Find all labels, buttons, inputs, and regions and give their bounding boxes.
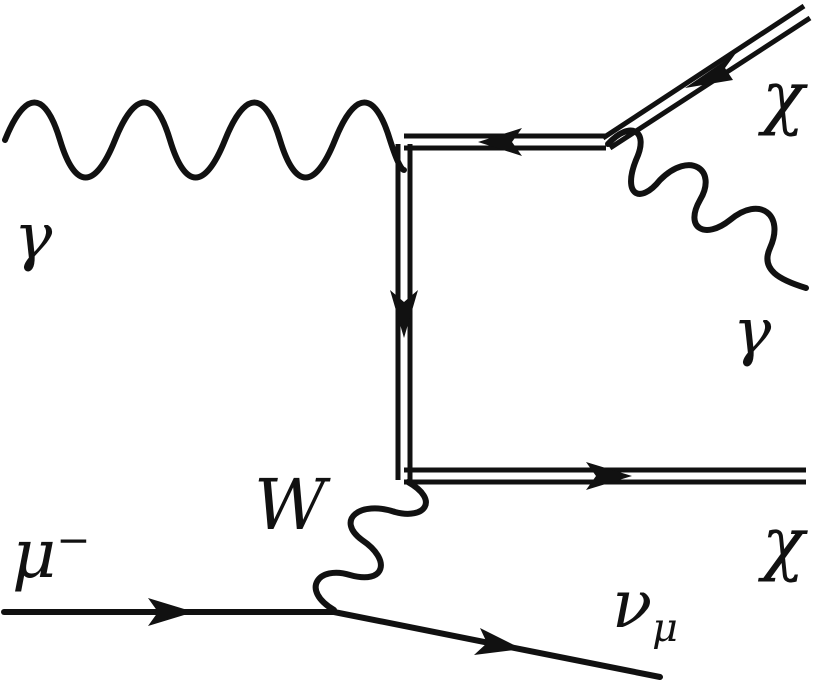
top-chi-arrow	[685, 53, 736, 88]
chi-bottom-label: χ	[762, 502, 805, 584]
w-boson-line	[312, 479, 429, 613]
incoming-photon-line	[2, 99, 407, 181]
top-chi-line-a	[601, 3, 806, 141]
muon-label: μ−	[12, 520, 90, 590]
bottom-chi-arrow	[586, 462, 632, 490]
neutrino-flavor: μ	[652, 605, 678, 652]
chi-top-label: χ	[762, 56, 805, 138]
w-boson-label: W	[254, 464, 326, 546]
photon-in-label: γ	[14, 200, 53, 274]
vertical-propagator-arrow	[390, 290, 418, 338]
neutrino-symbol: ν	[612, 566, 653, 643]
incoming-muon-arrow	[148, 598, 194, 626]
outgoing-neutrino-arrow	[474, 628, 522, 655]
top-propagator-arrow	[478, 128, 522, 156]
neutrino-label: νμ	[612, 572, 678, 649]
muon-symbol: μ	[12, 515, 57, 595]
outgoing-photon-line	[605, 127, 809, 291]
photon-out-label: γ	[733, 295, 772, 369]
muon-charge: −	[56, 516, 91, 564]
